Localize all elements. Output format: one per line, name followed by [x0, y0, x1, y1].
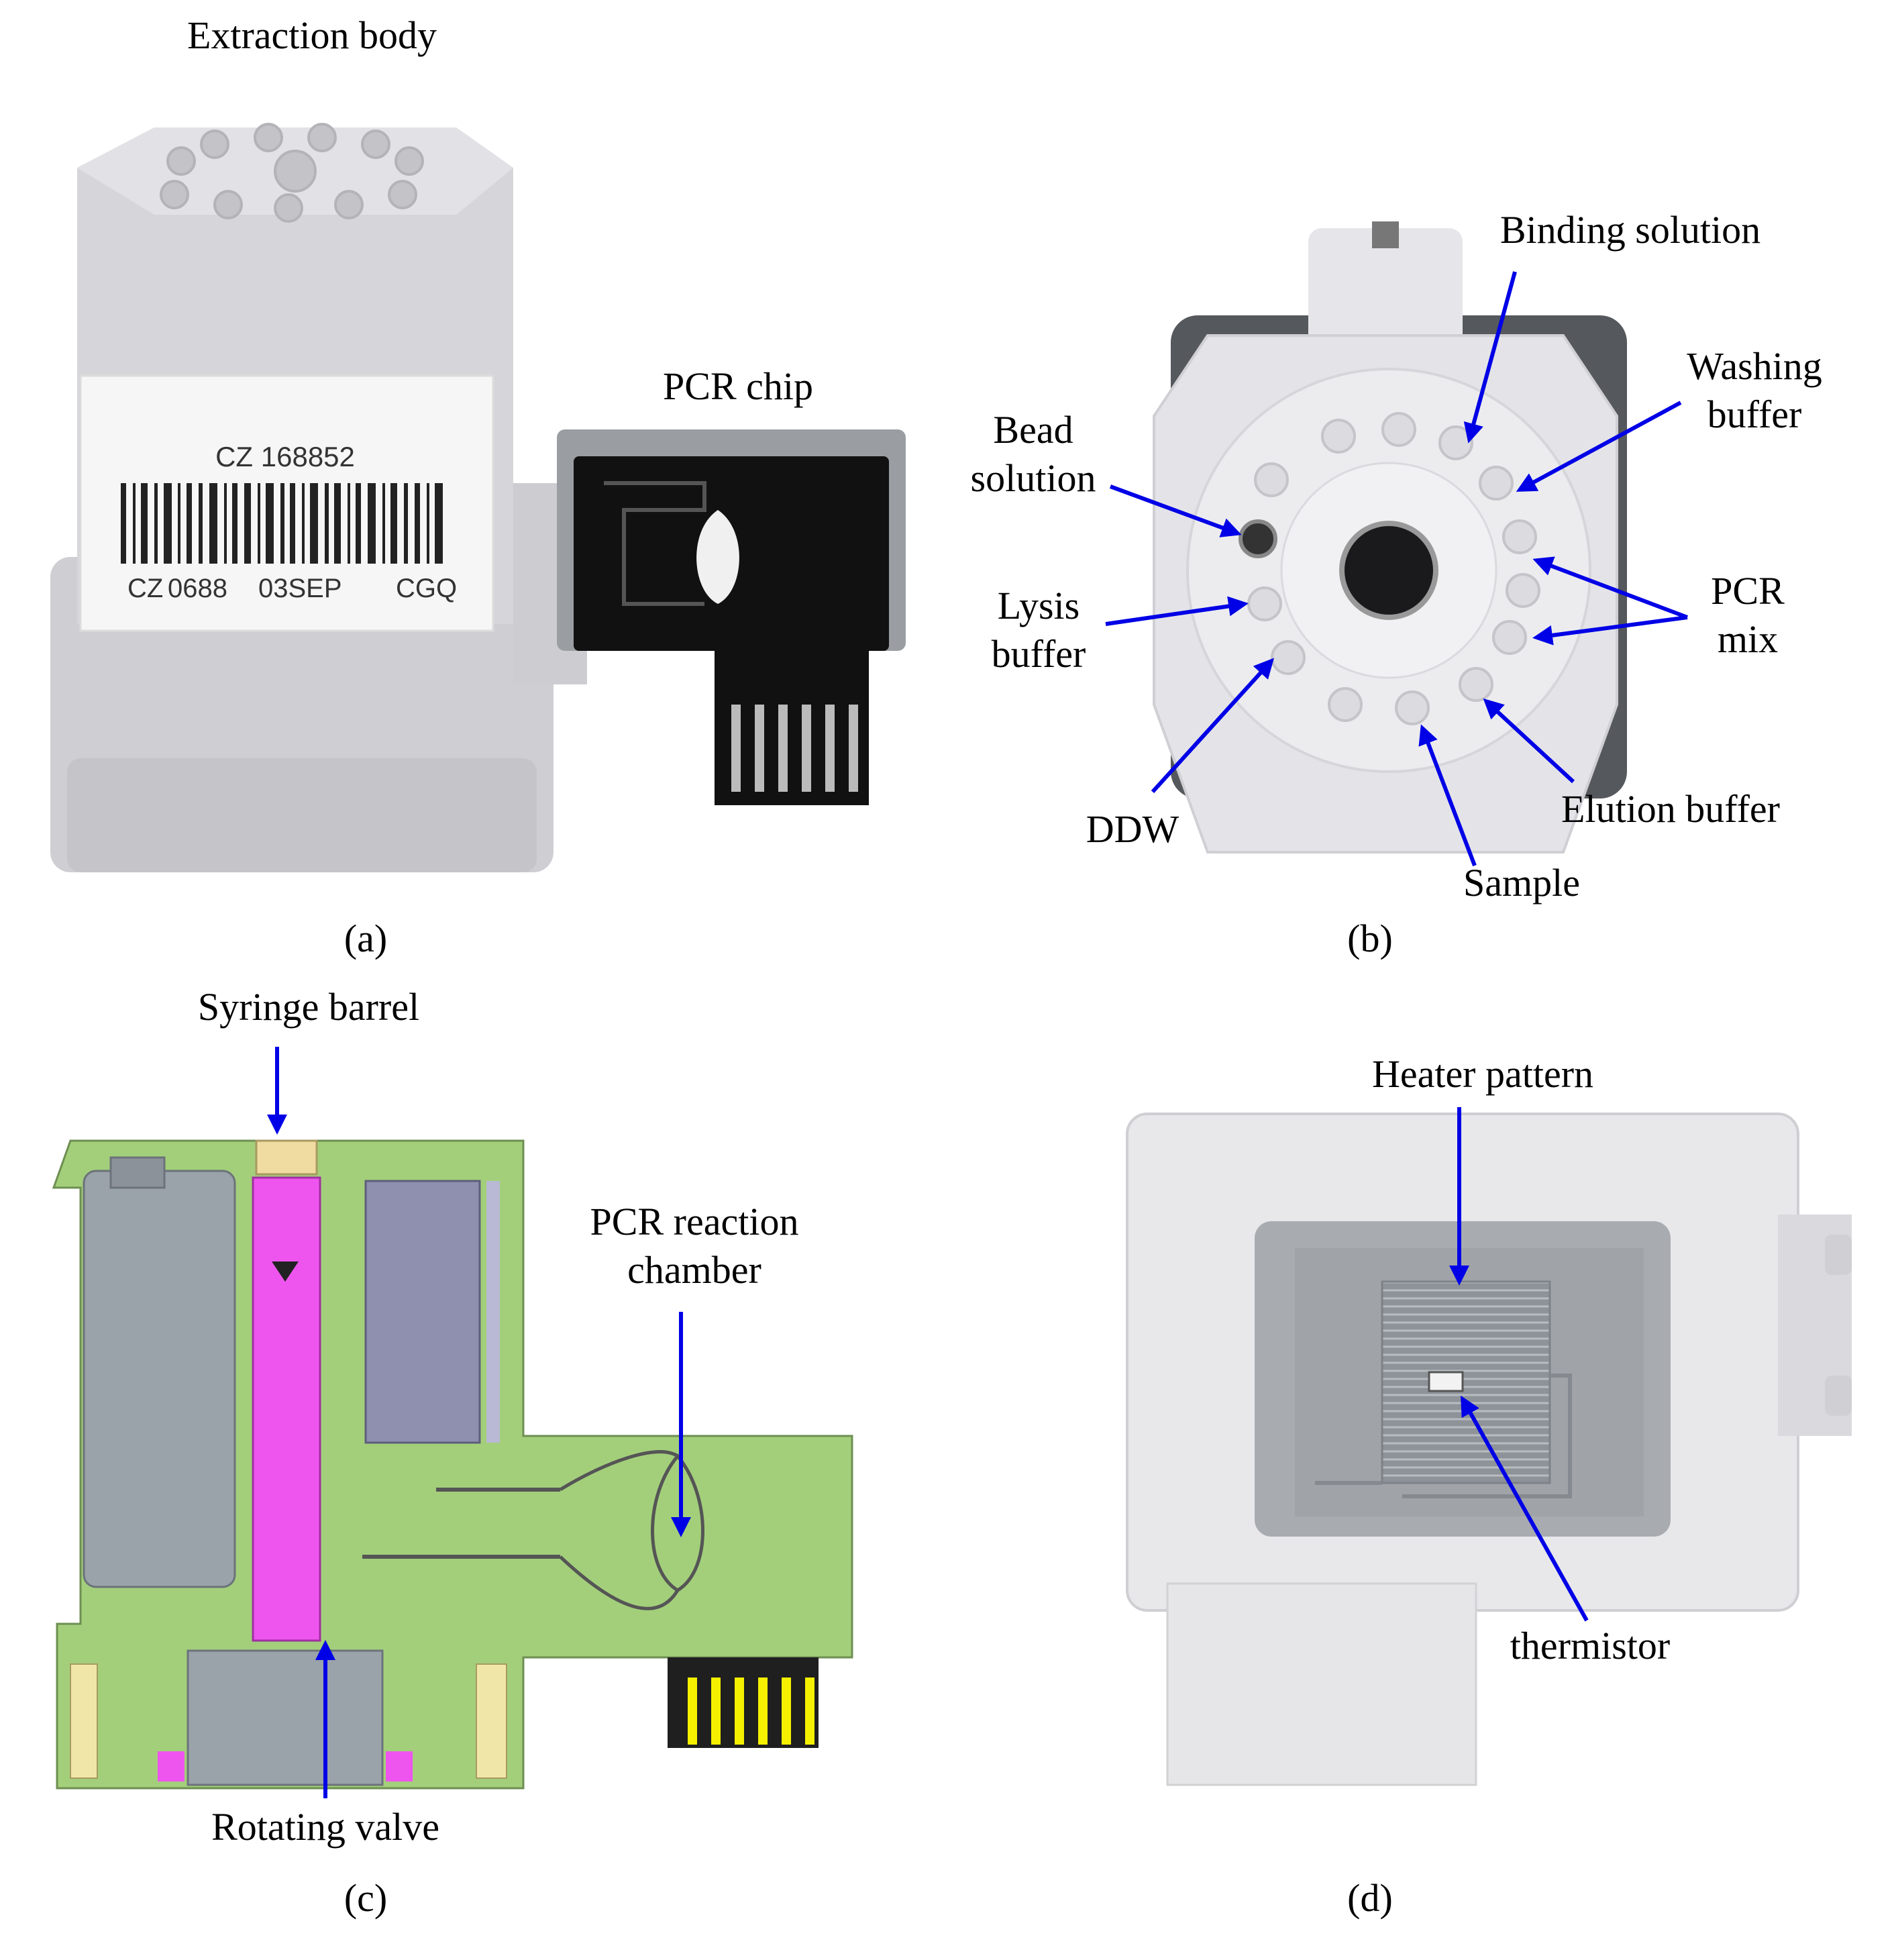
arrow-pcr-mix-2	[1532, 615, 1688, 646]
label-pcr-mix-line1: PCR	[1711, 569, 1785, 613]
barcode-line1: CZ	[127, 574, 163, 603]
label-elution-buffer: Elution buffer	[1561, 787, 1780, 831]
arrow-sample	[1418, 724, 1477, 867]
barcode-code: CZ 168852	[215, 441, 355, 472]
label-washing-buffer-line1: Washing	[1687, 344, 1822, 388]
label-pcr-mix-line2: mix	[1718, 617, 1778, 661]
label-rotating-valve: Rotating valve	[211, 1805, 439, 1849]
arrow-ddw	[1151, 658, 1275, 794]
barcode-line2: 0688	[168, 574, 227, 603]
arrow-lysis-buffer	[1105, 596, 1249, 626]
panel-d: Heater pattern thermistor (d)	[1126, 1052, 1852, 1920]
label-pcr-reaction-chamber-line2: chamber	[627, 1248, 761, 1292]
pcr-chip-bottom-photo	[1126, 1113, 1852, 1786]
label-syringe-barrel: Syringe barrel	[198, 985, 419, 1029]
arrow-binding-solution	[1463, 271, 1517, 444]
label-washing-buffer-line2: buffer	[1707, 393, 1802, 436]
label-extraction-body: Extraction body	[187, 13, 437, 57]
barcode-bars	[121, 483, 443, 564]
label-binding-solution: Binding solution	[1500, 208, 1760, 252]
panel-a: CZ 168852 CZ 0688 03SEP CGQ	[50, 13, 906, 960]
label-thermistor: thermistor	[1510, 1624, 1670, 1667]
caption-b: (b)	[1347, 917, 1393, 960]
label-sample: Sample	[1463, 861, 1580, 905]
label-bead-solution-line2: solution	[971, 456, 1096, 500]
arrow-thermistor	[1461, 1395, 1589, 1622]
panel-b: Binding solution Washing buffer Bead sol…	[971, 208, 1822, 960]
arrow-elution-buffer	[1483, 698, 1575, 784]
barcode-line3: 03SEP	[258, 574, 342, 603]
label-ddw: DDW	[1086, 807, 1179, 851]
extraction-body-photo: CZ 168852 CZ 0688 03SEP CGQ	[50, 123, 587, 872]
panel-c: Syringe barrel PCR reaction chamber Rota…	[52, 985, 853, 1920]
caption-d: (d)	[1347, 1876, 1393, 1920]
label-bead-solution-line1: Bead	[993, 408, 1073, 452]
label-lysis-buffer-line1: Lysis	[998, 584, 1080, 627]
cartridge-top-photo	[1153, 221, 1627, 854]
label-lysis-buffer-line2: buffer	[992, 632, 1086, 676]
barcode-line4: CGQ	[396, 574, 457, 603]
cad-cross-section	[52, 1139, 853, 1790]
label-heater-pattern: Heater pattern	[1372, 1052, 1593, 1096]
arrow-pcr-mix-1	[1532, 556, 1689, 619]
pcr-chip-photo	[557, 429, 906, 805]
arrow-washing-buffer	[1516, 401, 1682, 492]
label-pcr-chip: PCR chip	[663, 364, 813, 408]
caption-a: (a)	[344, 917, 387, 960]
label-pcr-reaction-chamber-line1: PCR reaction	[590, 1200, 799, 1243]
arrow-bead-solution	[1109, 484, 1242, 537]
caption-c: (c)	[344, 1876, 387, 1920]
